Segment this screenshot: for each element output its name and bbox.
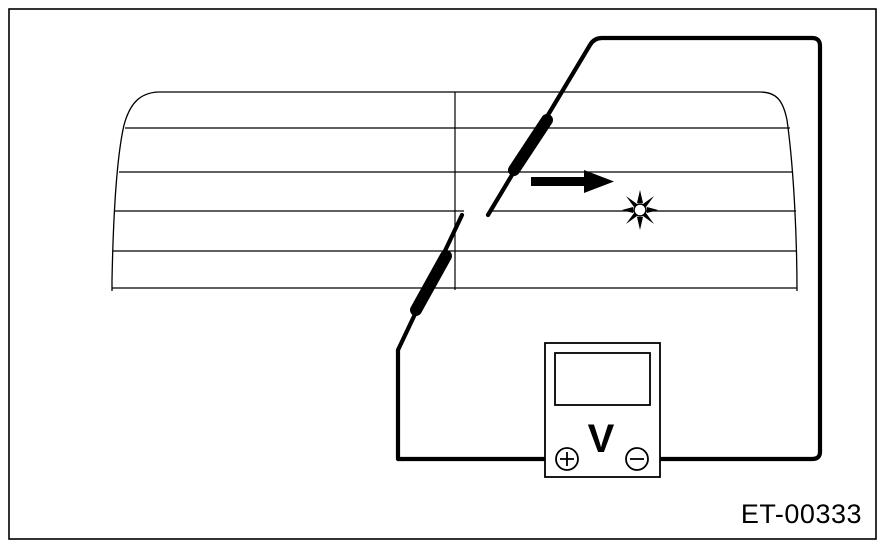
positive-terminal-icon [555, 447, 579, 471]
arrow-shaft [531, 177, 587, 186]
voltmeter-display [554, 352, 651, 406]
negative-probe [508, 114, 553, 176]
positive-lead-wire [395, 212, 560, 462]
grid-break-gap [464, 207, 491, 215]
defogger-grid-lines [112, 92, 797, 290]
positive-probe [410, 250, 452, 316]
glass-outline [111, 91, 798, 292]
figure-frame [8, 8, 877, 540]
rear-window-glass [111, 91, 798, 292]
negative-terminal-icon [625, 447, 649, 471]
negative-lead-wire [485, 35, 823, 462]
arrow-head [584, 170, 614, 193]
negative-probe-body [508, 114, 553, 176]
voltmeter-label: V [588, 417, 615, 461]
break-point-spark-icon [622, 190, 658, 230]
figure-code: ET-00333 [740, 499, 862, 529]
positive-probe-body [410, 250, 452, 316]
direction-arrow [531, 170, 614, 193]
voltmeter: V [544, 342, 661, 478]
